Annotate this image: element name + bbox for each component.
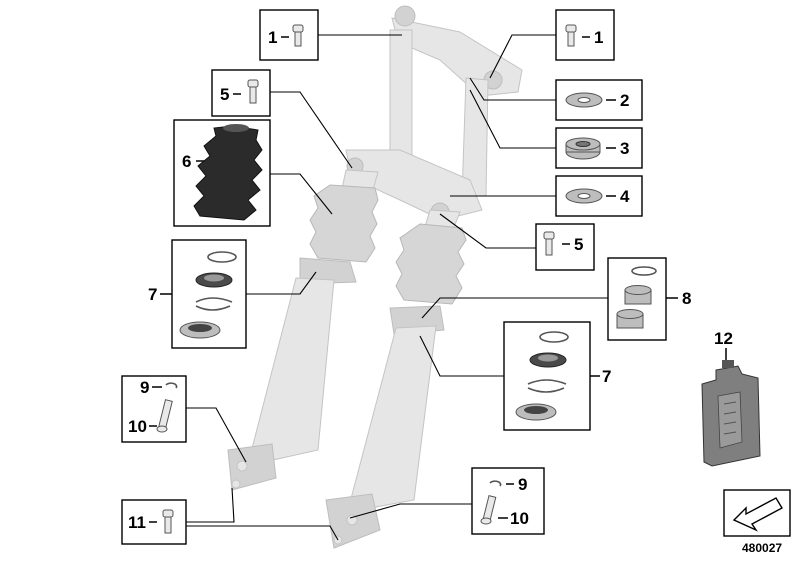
washer-icon — [565, 188, 603, 204]
arrow-icon — [732, 497, 783, 532]
callout-5-left: 5 — [211, 69, 271, 117]
callout-6: 6 — [173, 119, 271, 227]
callout-label: 5 — [574, 235, 583, 254]
washer-icon — [565, 92, 603, 108]
bearing-icon — [565, 137, 601, 160]
leader-lines — [186, 34, 608, 541]
callout-label: 7 — [602, 367, 611, 386]
axle-pin-icon — [156, 399, 173, 433]
callout-label: 5 — [220, 85, 229, 104]
callout-label: 3 — [620, 139, 629, 158]
axle-pin-icon — [480, 495, 497, 525]
callout-9-10-right: 9 10 — [471, 467, 545, 535]
callout-label: 9 — [140, 378, 149, 397]
callout-7-right: 7 — [503, 321, 611, 431]
callout-label: 7 — [148, 285, 157, 304]
callout-label: 11 — [128, 513, 146, 532]
callout-12: 12 — [701, 329, 761, 467]
dust-boot-icon — [193, 124, 263, 221]
circlip-icon — [165, 382, 178, 389]
callout-2: 2 — [555, 79, 643, 121]
seal-kit-icon — [179, 251, 237, 339]
callout-label: 12 — [714, 329, 733, 348]
callout-label: 9 — [518, 475, 527, 494]
bolt-icon — [565, 24, 577, 47]
callout-8: 8 — [607, 257, 691, 341]
callout-11: 11 — [121, 499, 187, 545]
callout-1-top-left: 1 — [259, 9, 319, 61]
bolt-icon — [543, 231, 555, 256]
callout-9-10-left: 9 10 — [121, 375, 187, 443]
callout-label: 6 — [182, 152, 191, 171]
callout-label: 4 — [620, 187, 630, 206]
bolt-icon — [162, 509, 174, 534]
callout-label: 2 — [620, 91, 629, 110]
callout-5-right: 5 — [535, 223, 595, 271]
fork-assembly-illustration — [227, 5, 523, 549]
circlip-icon — [489, 480, 502, 487]
callout-7-left: 7 — [148, 239, 247, 349]
bushing-icon — [616, 266, 657, 329]
bolt-icon — [247, 79, 259, 104]
bolt-icon — [292, 24, 304, 47]
seal-kit-icon — [515, 331, 569, 421]
diagram-code: 480027 — [742, 541, 782, 555]
callout-label: 10 — [510, 509, 529, 528]
callout-1-top-right: 1 — [555, 9, 615, 61]
callout-label: 8 — [682, 289, 691, 308]
callout-label: 1 — [594, 28, 603, 47]
callout-label: 10 — [128, 417, 147, 436]
oil-bottle-icon — [701, 360, 761, 467]
callout-3: 3 — [555, 127, 643, 169]
callout-label: 1 — [268, 28, 277, 47]
callout-4: 4 — [555, 175, 643, 217]
arrow-symbol-box — [723, 489, 791, 537]
